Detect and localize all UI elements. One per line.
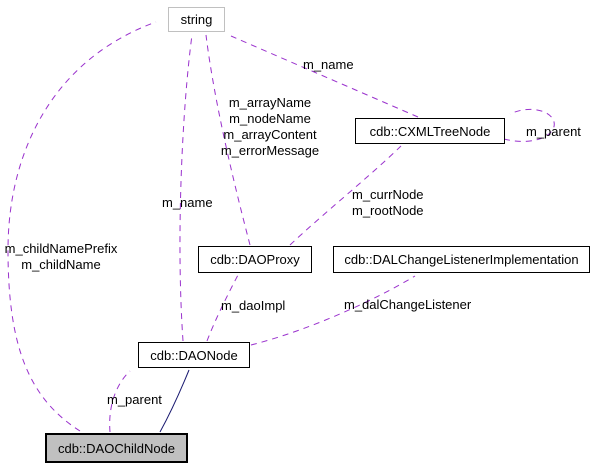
edge-label-m-parent-self: m_parent: [526, 124, 581, 139]
edge-label-m-daoimpl: m_daoImpl: [221, 298, 286, 313]
edge-daonode-to-proxy: [206, 274, 239, 342]
edge-treenode-to-string: [230, 35, 419, 118]
edge-child-to-string: [7, 21, 157, 432]
node-dal-change-listener-implementation[interactable]: cdb::DALChangeListenerImplementation: [333, 246, 590, 273]
edge-label-m-name-top: m_name: [303, 57, 354, 72]
edge-daonode-to-dal: [250, 275, 416, 346]
edge-label-childname-group: m_childNamePrefix m_childName: [0, 241, 122, 273]
node-dao-proxy[interactable]: cdb::DAOProxy: [198, 246, 312, 273]
edge-inheritance-child-to-daonode: [159, 369, 190, 433]
node-dao-child-node: cdb::DAOChildNode: [45, 433, 188, 463]
edge-daonode-to-string: [179, 34, 193, 342]
edge-label-m-name-mid: m_name: [162, 195, 213, 210]
node-string[interactable]: string: [168, 7, 225, 32]
edge-treenode-self-loop: [503, 108, 555, 142]
edge-label-m-parent-bottom: m_parent: [107, 392, 162, 407]
edge-label-m-rootnode: m_rootNode: [352, 203, 424, 218]
edge-proxy-to-treenode: [289, 145, 402, 246]
edge-proxy-to-string: [205, 34, 251, 246]
edge-label-m-arrayname: m_arrayName: [228, 95, 312, 110]
edge-label-proxy-string-members: m_arrayName m_nodeName m_arrayContent m_…: [203, 95, 337, 159]
edge-label-m-dalchangelistener: m_dalChangeListener: [344, 297, 472, 312]
edge-label-m-currnode: m_currNode: [352, 187, 424, 202]
edge-label-m-nodename: m_nodeName: [229, 111, 311, 126]
edge-label-m-errormessage: m_errorMessage: [220, 143, 320, 158]
edge-label-m-childnameprefix: m_childNamePrefix: [4, 241, 118, 256]
edge-child-to-daonode: [109, 370, 131, 433]
edge-label-m-childname: m_childName: [21, 257, 101, 272]
node-dao-node[interactable]: cdb::DAONode: [138, 342, 250, 368]
node-cxml-tree-node[interactable]: cdb::CXMLTreeNode: [355, 118, 505, 144]
edge-label-m-arraycontent: m_arrayContent: [223, 127, 317, 142]
edge-label-currnode-rootnode: m_currNode m_rootNode: [352, 187, 424, 219]
